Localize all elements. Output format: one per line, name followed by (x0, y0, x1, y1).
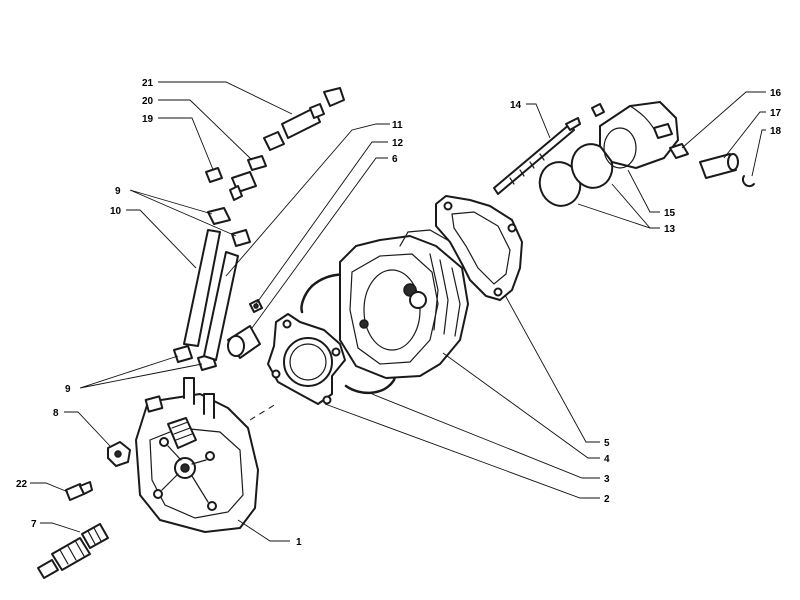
leader-16 (681, 91, 766, 149)
cylinder-part (339, 229, 471, 379)
callout-20: 20 (142, 96, 154, 107)
leader-6 (251, 157, 388, 329)
callout-10: 10 (110, 206, 122, 217)
callout-7: 7 (31, 519, 37, 530)
callout-6: 6 (392, 154, 398, 165)
callout-3: 3 (604, 474, 610, 485)
callout-9-bottom: 9 (65, 384, 71, 395)
leader-20 (158, 99, 253, 161)
leader-21 (158, 81, 293, 115)
callout-14: 14 (510, 100, 522, 111)
callout-2: 2 (604, 494, 610, 505)
base-gasket-part (435, 195, 523, 301)
leader-19 (158, 117, 215, 173)
leader-12 (255, 141, 388, 305)
piston-ring-parts (538, 143, 614, 207)
leader-10 (126, 209, 197, 269)
callout-1: 1 (296, 537, 302, 548)
leader-17 (723, 111, 766, 159)
callout-19: 19 (142, 114, 154, 125)
pin-circlip-part (742, 175, 755, 188)
stud-part (493, 117, 581, 195)
callout-13: 13 (664, 224, 676, 235)
leader-5 (504, 294, 600, 443)
leader-18 (751, 129, 766, 177)
sleeve-part (227, 325, 261, 359)
bleed-screw-small-part (65, 481, 93, 501)
callout-22: 22 (16, 479, 28, 490)
callout-11: 11 (392, 120, 403, 131)
leader-9a (129, 189, 237, 237)
callout-15: 15 (664, 208, 676, 219)
leader-4 (442, 352, 600, 459)
callout-12: 12 (392, 138, 404, 149)
circlip-part (669, 143, 689, 159)
leader-13 (577, 183, 660, 229)
spark-plug-part (37, 523, 109, 579)
piston-pin-part (699, 153, 739, 179)
cylinder-head-part (135, 377, 259, 533)
assembly-axis-line (249, 403, 277, 421)
callout-18: 18 (770, 126, 782, 137)
bleed-screw-part (263, 87, 345, 151)
leader-14 (526, 103, 551, 139)
callout-17: 17 (770, 108, 782, 119)
leader-9b (79, 355, 203, 389)
callout-21: 21 (142, 78, 154, 89)
coolant-hose-parts (183, 229, 239, 361)
leader-3 (371, 393, 600, 479)
leader-1 (237, 519, 290, 542)
callout-8: 8 (53, 408, 59, 419)
hose-clamp-parts (173, 207, 251, 371)
callout-5: 5 (604, 438, 610, 449)
nut-part (107, 441, 131, 467)
callout-4: 4 (604, 454, 610, 465)
small-fitting-parts (249, 299, 263, 313)
head-gasket-part (267, 313, 346, 405)
leader-22 (30, 482, 69, 493)
leader-11 (225, 123, 390, 277)
leader-15 (627, 169, 660, 213)
temperature-sender-part (205, 155, 267, 183)
leader-8 (64, 411, 111, 447)
callout-9-top: 9 (115, 186, 121, 197)
leader-7 (40, 522, 81, 533)
fitting-body-part (229, 171, 257, 201)
callout-16: 16 (770, 88, 782, 99)
leader-2 (324, 403, 600, 499)
